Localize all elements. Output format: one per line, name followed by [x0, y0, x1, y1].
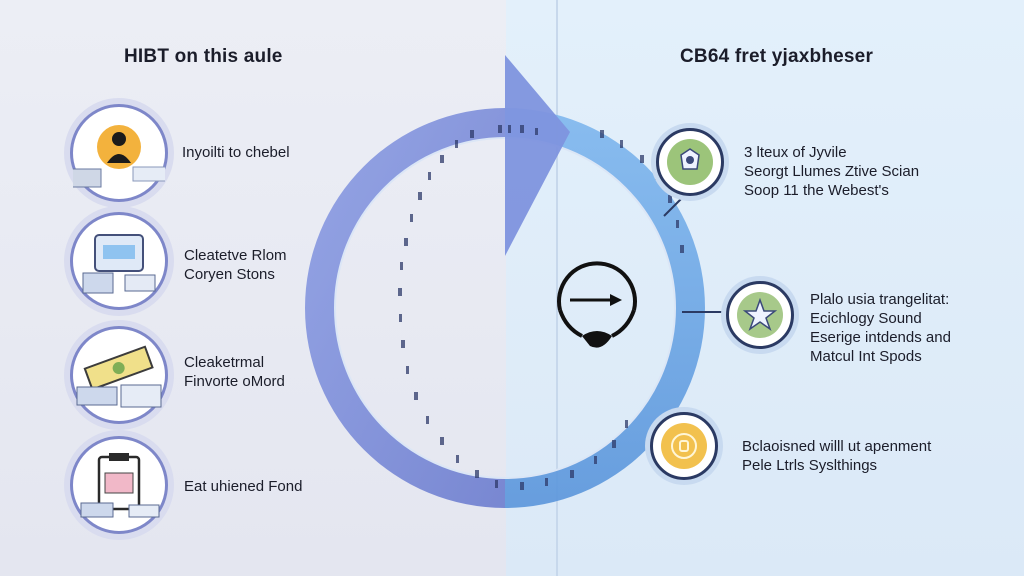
- cycle-arrow-head: [505, 55, 570, 256]
- ring-node-label-3: Bclaoisned willl ut apenment Pele Ltrls …: [742, 438, 932, 474]
- panel-divider: [556, 0, 558, 576]
- list-item-label-2: Cleatetve Rlom Coryen Stons: [184, 247, 287, 283]
- cycle-ring-left: [305, 108, 505, 508]
- cycle-ring-right: [505, 108, 705, 508]
- connector-line-1: [663, 195, 685, 217]
- ring-node-1: [656, 128, 724, 196]
- person-silhouette-icon: [73, 125, 165, 188]
- ring-text-marks: [398, 125, 684, 490]
- list-item-icon-3: [70, 326, 168, 424]
- money-note-icon: [76, 345, 162, 408]
- list-item-icon-2: [70, 212, 168, 310]
- list-item-label-1: Inyoilti to chebel: [182, 144, 290, 161]
- list-item-label-3: Cleaketrmal Finvorte oMord: [184, 354, 285, 390]
- ring-node-label-2: Plalo usia trangelitat: Ecichlogy Sound …: [810, 291, 951, 365]
- speedometer-icon: [557, 261, 637, 348]
- list-item-label-4: Eat uhiened Fond: [184, 478, 303, 495]
- ring-node-2: [726, 281, 794, 349]
- list-item-icon-1: [70, 104, 168, 202]
- clipboard-icon: [80, 453, 160, 518]
- left-title: HIBT on this aule: [124, 46, 283, 67]
- gear-badge-icon: [667, 139, 713, 185]
- star-badge-icon: [737, 292, 783, 338]
- list-item-icon-4: [70, 436, 168, 534]
- ring-node-label-1: 3 lteux of Jyvile Seorgt Llumes Ztive Sc…: [744, 144, 920, 199]
- monitor-icon: [82, 234, 156, 294]
- right-title: CB64 fret yjaxbheser: [680, 46, 874, 67]
- coin-icon: [661, 423, 707, 469]
- ring-node-3: [650, 412, 718, 480]
